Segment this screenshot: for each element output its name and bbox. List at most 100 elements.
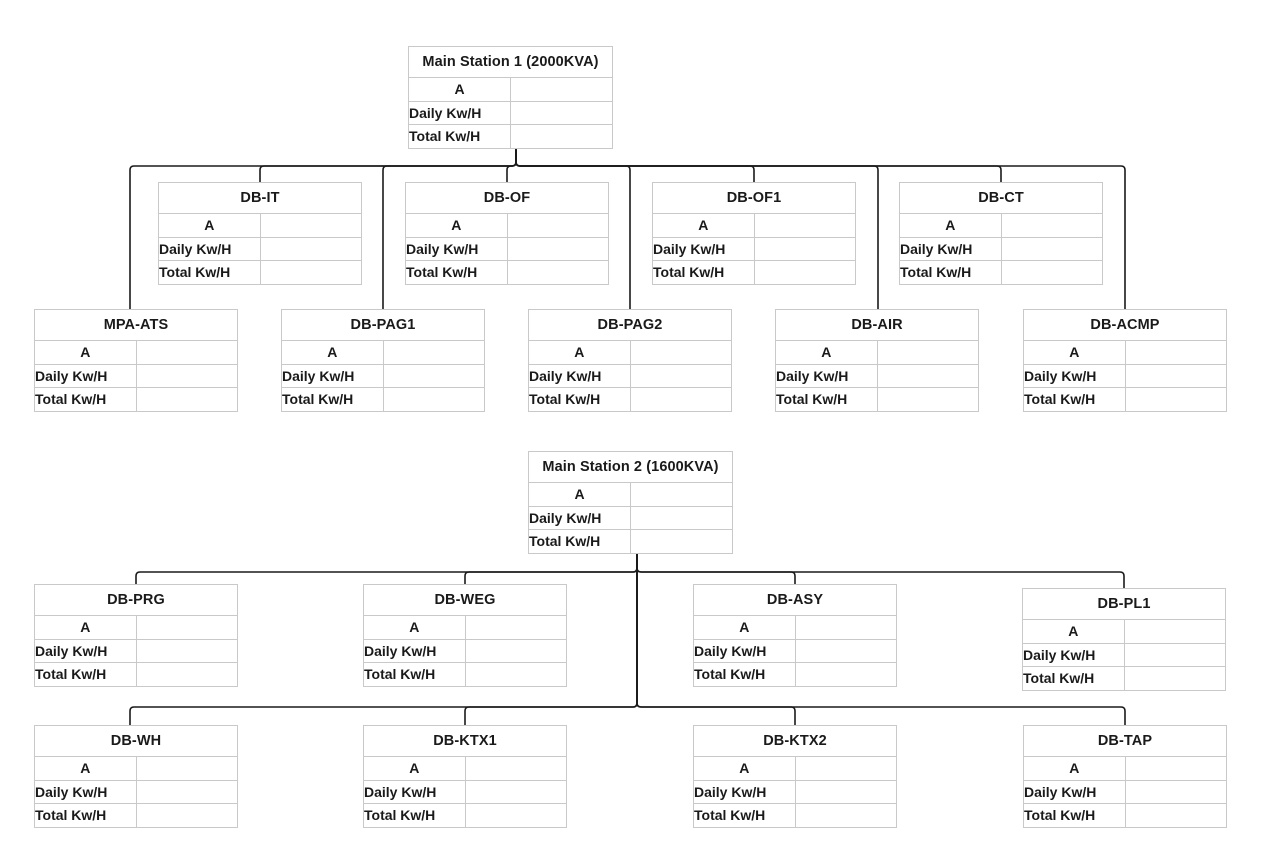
row-daily-kwh-value-cell[interactable] (135, 363, 238, 388)
node-title[interactable]: DB-WH (34, 725, 238, 757)
row-total-kwh-value-cell[interactable] (1124, 387, 1227, 412)
row-total-kwh-value-cell[interactable] (464, 803, 567, 828)
node-title[interactable]: DB-AIR (775, 309, 979, 341)
row-daily-kwh-value-cell[interactable] (135, 638, 238, 663)
row-total-kwh-value-cell[interactable] (1124, 803, 1227, 828)
node-title[interactable]: DB-OF (405, 182, 609, 214)
row-daily-kwh-value-cell[interactable] (629, 363, 732, 388)
row-current-value-cell[interactable] (630, 482, 733, 507)
row-daily-kwh-value-cell[interactable] (1124, 779, 1227, 804)
row-current-value-cell[interactable] (1000, 213, 1103, 238)
node-title[interactable]: DB-PAG1 (281, 309, 485, 341)
node-title[interactable]: DB-PRG (34, 584, 238, 616)
row-total-kwh-value-cell[interactable] (753, 260, 856, 285)
row-total-kwh-value-cell[interactable] (1123, 666, 1226, 691)
row-current-label: A (158, 213, 261, 238)
node-title[interactable]: DB-OF1 (652, 182, 856, 214)
row-daily-kwh-value-cell[interactable] (464, 638, 567, 663)
row-daily-kwh-value-cell[interactable] (510, 100, 613, 125)
row-current-value-cell[interactable] (1123, 619, 1226, 644)
row-current-value-cell[interactable] (794, 615, 897, 640)
row-current-value-cell[interactable] (1124, 756, 1227, 781)
row-current-value-cell[interactable] (506, 213, 609, 238)
row-total-kwh-value-cell[interactable] (135, 803, 238, 828)
row-current-value-cell[interactable] (510, 77, 613, 102)
node-title[interactable]: DB-CT (899, 182, 1103, 214)
row-total-kwh-value-cell[interactable] (1000, 260, 1103, 285)
row-total-kwh-value-cell[interactable] (382, 387, 485, 412)
row-total-kwh-label: Total Kw/H (528, 529, 631, 554)
row-total-kwh-value-cell[interactable] (876, 387, 979, 412)
node-title[interactable]: DB-PAG2 (528, 309, 732, 341)
row-daily-kwh-value-cell[interactable] (135, 779, 238, 804)
row-daily-kwh-value-cell[interactable] (382, 363, 485, 388)
row-daily-kwh-value-cell[interactable] (794, 779, 897, 804)
row-current-value-cell[interactable] (876, 340, 979, 365)
row-total-kwh-value-cell[interactable] (464, 662, 567, 687)
row-total-kwh-value-cell[interactable] (135, 662, 238, 687)
row-current-value-cell[interactable] (135, 615, 238, 640)
row-current-value-cell[interactable] (259, 213, 362, 238)
row-daily-kwh-value-cell[interactable] (1123, 642, 1226, 667)
node-title[interactable]: DB-IT (158, 182, 362, 214)
row-current-value-cell[interactable] (464, 756, 567, 781)
row-total-kwh-value-cell[interactable] (506, 260, 609, 285)
node-title[interactable]: DB-PL1 (1022, 588, 1226, 620)
node-title[interactable]: DB-KTX2 (693, 725, 897, 757)
node-title[interactable]: Main Station 2 (1600KVA) (528, 451, 733, 483)
row-current-value-cell[interactable] (629, 340, 732, 365)
row-daily-kwh-label: Daily Kw/H (528, 363, 631, 388)
row-total-kwh-value-cell[interactable] (630, 529, 733, 554)
row-total-kwh-value-cell[interactable] (794, 662, 897, 687)
row-current-value-cell[interactable] (382, 340, 485, 365)
row-daily-kwh-value-cell[interactable] (630, 505, 733, 530)
row-total-kwh-value-cell[interactable] (629, 387, 732, 412)
row-total-kwh-value-cell[interactable] (135, 387, 238, 412)
row-current-value-cell[interactable] (1124, 340, 1227, 365)
node-title[interactable]: Main Station 1 (2000KVA) (408, 46, 613, 78)
row-daily-kwh-value-cell[interactable] (876, 363, 979, 388)
node-title[interactable]: DB-ACMP (1023, 309, 1227, 341)
row-daily-kwh-value-cell[interactable] (1124, 363, 1227, 388)
row-daily-kwh-value-cell[interactable] (1000, 236, 1103, 261)
row-daily-kwh: Daily Kw/H (652, 236, 856, 261)
row-daily-kwh-value-cell[interactable] (506, 236, 609, 261)
node-title[interactable]: DB-WEG (363, 584, 567, 616)
row-current-value-cell[interactable] (753, 213, 856, 238)
row-current-value-cell[interactable] (135, 756, 238, 781)
row-total-kwh-value-cell[interactable] (510, 124, 613, 149)
row-daily-kwh-value-cell[interactable] (464, 779, 567, 804)
node-title[interactable]: DB-ASY (693, 584, 897, 616)
row-daily-kwh-value-cell[interactable] (753, 236, 856, 261)
row-daily-kwh-value-cell[interactable] (259, 236, 362, 261)
row-current-label: A (528, 340, 631, 365)
node-title[interactable]: DB-TAP (1023, 725, 1227, 757)
row-total-kwh-value-cell[interactable] (794, 803, 897, 828)
row-total-kwh-value-cell[interactable] (259, 260, 362, 285)
row-current-value-cell[interactable] (464, 615, 567, 640)
node-title[interactable]: MPA-ATS (34, 309, 238, 341)
row-current-value-cell[interactable] (794, 756, 897, 781)
row-daily-kwh-value-cell[interactable] (794, 638, 897, 663)
row-current-value-cell[interactable] (135, 340, 238, 365)
node-title[interactable]: DB-KTX1 (363, 725, 567, 757)
